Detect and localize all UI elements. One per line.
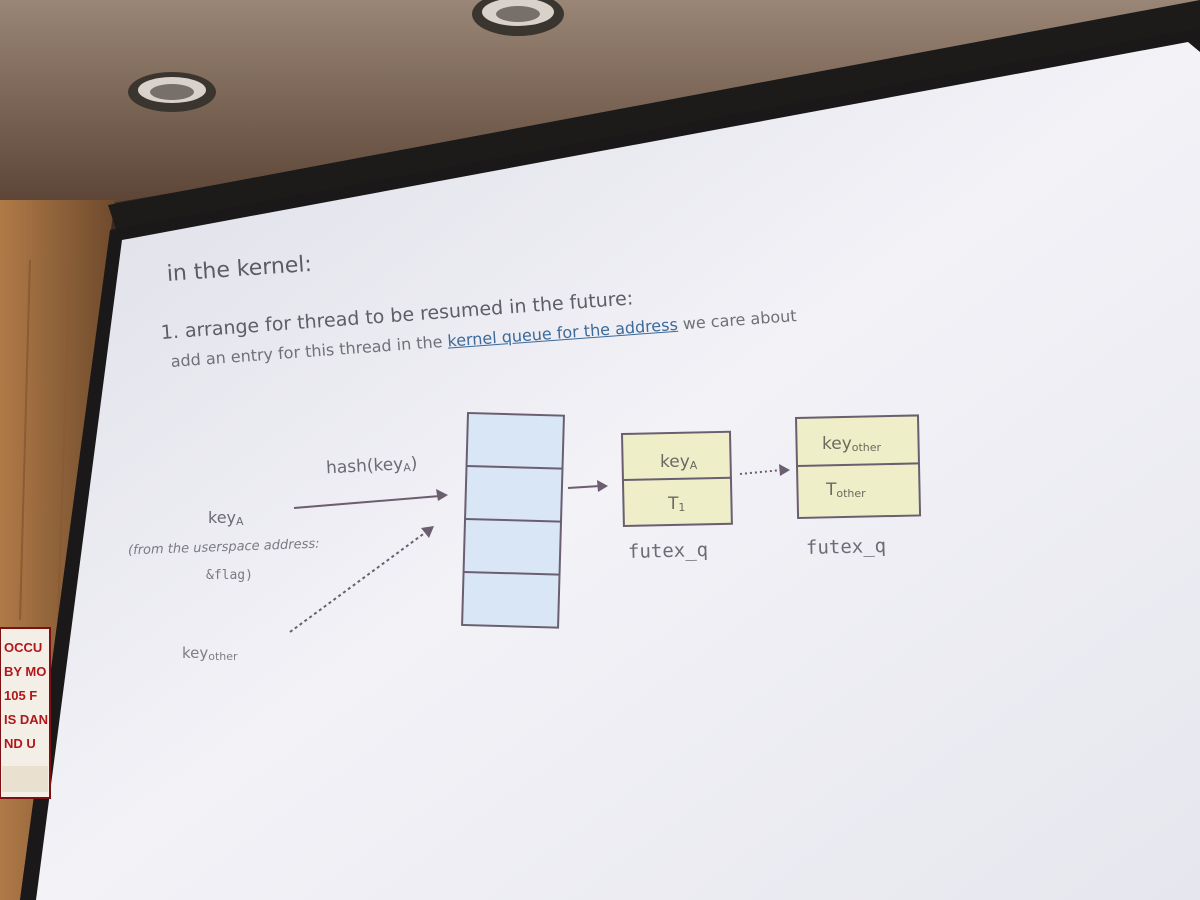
arrow-other <box>289 526 434 633</box>
arrow-entry-next <box>739 464 790 476</box>
sign-line: ND U <box>4 736 36 751</box>
screen-housing <box>108 0 1200 235</box>
ceiling <box>0 0 1200 210</box>
arrow-queue-entry <box>567 480 608 492</box>
sign-line: OCCU <box>4 640 43 655</box>
futex-entry-1 <box>620 430 733 528</box>
hash-queue <box>461 411 565 629</box>
arrow-hash <box>293 489 448 509</box>
sign-line: BY MO <box>4 664 47 679</box>
futex-entry-2 <box>794 414 922 519</box>
sign-line: IS DAN <box>4 712 49 727</box>
sign-line: 105 F <box>4 688 38 703</box>
projection-screen <box>36 42 1200 900</box>
